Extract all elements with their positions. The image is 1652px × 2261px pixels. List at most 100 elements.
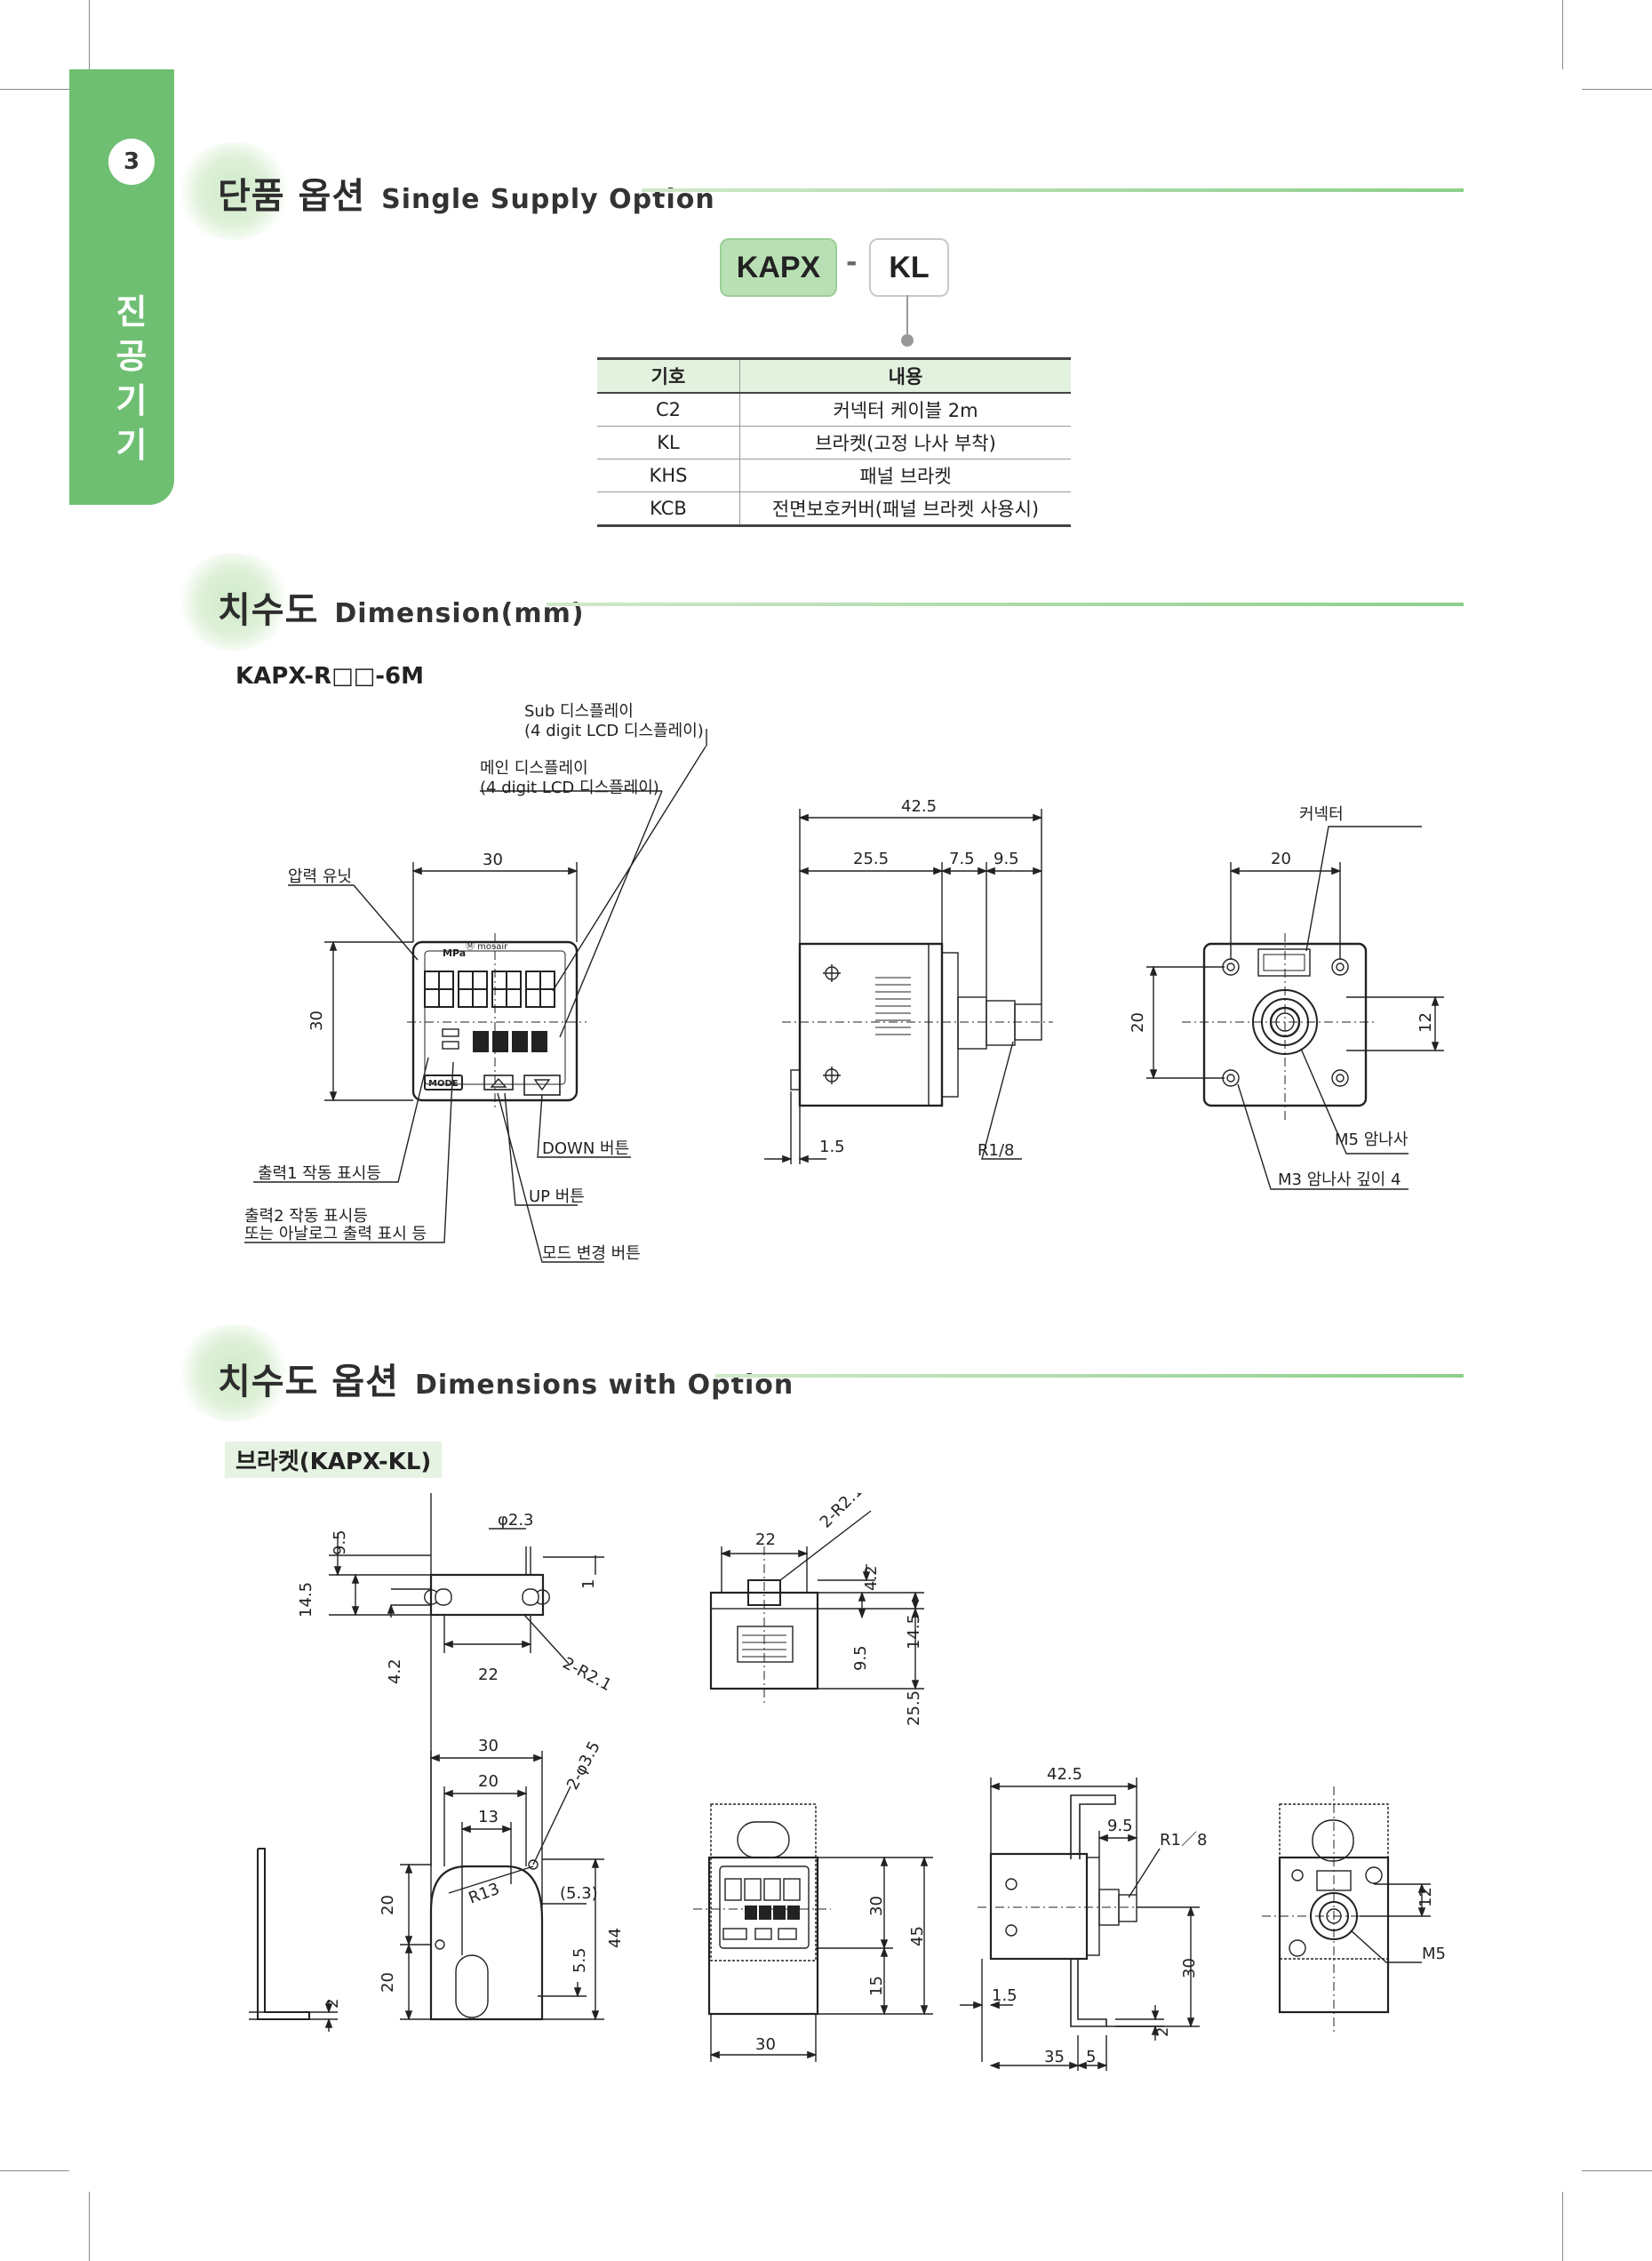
dim-side-a: 25.5 [853, 850, 889, 868]
mode-button [424, 1075, 463, 1091]
dim-side-bracket-d: 5 [1086, 2048, 1096, 2066]
chapter-label-char: 기 [116, 381, 148, 420]
table-header: 내용 [739, 357, 1071, 394]
dim-fronttop-width: 22 [755, 1530, 776, 1549]
crop-mark [89, 0, 90, 69]
crop-mark [1582, 2170, 1652, 2171]
label-mode-button: 모드 변경 버튼 [542, 1244, 641, 1263]
section-divider [715, 1374, 1464, 1378]
dim-fronttop-h4: 25.5 [905, 1690, 923, 1726]
dim-plate-w2: 20 [478, 1772, 499, 1791]
dim-fronttop-h3: 9.5 [851, 1645, 870, 1671]
crop-mark [89, 2192, 90, 2261]
dim-back-height-right: 12 [1417, 1012, 1435, 1033]
dim-side-bracket-c: 35 [1044, 2048, 1065, 2066]
section-header-decoration [176, 1324, 291, 1422]
bracket-drawing: φ2.3 9.5 14.5 1 4.2 22 2-R2.1 22 2-R2.1 … [249, 1493, 1446, 2071]
dim-fronttop-h1: 4.2 [862, 1565, 881, 1591]
dim-front-bracket-h3: 15 [867, 1976, 886, 1996]
crop-mark [1562, 0, 1563, 69]
dim-back-height-left: 20 [1129, 1012, 1147, 1033]
dim-plate-radius: R13 [467, 1880, 502, 1908]
model-code-dash: - [846, 247, 858, 278]
chapter-label-char: 기 [116, 426, 148, 465]
label-main-display: 메인 디스플레이 [480, 759, 588, 778]
dim-plate-holes: 2-φ3.5 [563, 1738, 604, 1793]
dim-back-bracket-h: 12 [1417, 1887, 1435, 1907]
label-down-button: DOWN 버튼 [542, 1139, 629, 1158]
label-r18: R1/8 [978, 1141, 1014, 1160]
label-sub-display: Sub 디스플레이 [524, 702, 634, 721]
dimension-drawing: Sub 디스플레이 (4 digit LCD 디스플레이) 메인 디스플레이 (… [244, 702, 1444, 1263]
side-view-body [798, 942, 944, 1107]
crop-mark [0, 89, 69, 90]
dim-plate-w1: 30 [478, 1737, 499, 1755]
model-code-option: KL [869, 238, 949, 297]
dim-plate-h1: 20 [379, 1895, 397, 1915]
dim-front-width: 30 [483, 851, 503, 869]
main-display [424, 971, 555, 1008]
bracket-on-device [710, 1803, 817, 1961]
bracket-model-label: 브라켓(KAPX-KL) [225, 1442, 443, 1478]
dim-front-height: 30 [307, 1011, 326, 1031]
out1-indicator [442, 1028, 459, 1037]
dim-plate-thickness: 2 [323, 1999, 342, 2009]
section-divider [642, 188, 1464, 192]
dim-fronttop-h2: 14.5 [905, 1614, 923, 1650]
section-header-decoration [176, 553, 291, 651]
dim-plate-w3: 13 [478, 1808, 499, 1826]
model-code-connector-line [906, 295, 908, 334]
dim-plate-h2: 20 [379, 1972, 397, 1993]
dim-back-width: 20 [1271, 850, 1291, 868]
dim-plate-h4: 5.5 [571, 1947, 589, 1973]
label-up-button: UP 버튼 [529, 1187, 585, 1206]
device-side-with-bracket [989, 1852, 1089, 1961]
dim-bracket-h2: 14.5 [297, 1582, 315, 1618]
table-header: 기호 [597, 357, 740, 394]
dim-side-bracket-w: 42.5 [1047, 1765, 1082, 1784]
chapter-label-char: 진 [116, 292, 148, 332]
label-main-display-detail: (4 digit LCD 디스플레이) [480, 779, 659, 797]
chapter-label-char: 공 [116, 337, 148, 376]
sub-display [473, 1031, 547, 1052]
dim-side-bracket-h: 30 [1180, 1958, 1199, 1978]
table-row: KHS 패널 브라켓 [597, 459, 1071, 492]
out2-indicator [442, 1041, 459, 1050]
model-code-base: KAPX [720, 238, 837, 297]
mode-key-label: MODE [428, 1079, 459, 1089]
connector [1257, 948, 1311, 977]
dim-bracket-h1: 9.5 [331, 1530, 349, 1555]
dim-side-bracket-r: R1／8 [1160, 1831, 1207, 1850]
model-label: KAPX-R□□-6M [235, 663, 424, 690]
label-pressure-unit: 압력 유닛 [288, 867, 352, 886]
table-row: KL 브라켓(고정 나사 부착) [597, 426, 1071, 459]
dim-side-d: 1.5 [819, 1138, 845, 1156]
label-connector: 커넥터 [1299, 805, 1344, 824]
dim-side-bracket-e: 2 [1153, 2027, 1172, 2037]
table-row: C2 커넥터 케이블 2m [597, 393, 1071, 427]
chapter-label: 진 공 기 기 [107, 290, 156, 467]
dim-front-bracket-h1: 30 [867, 1896, 886, 1916]
dim-fronttop-radius: 2-R2.1 [817, 1493, 867, 1532]
dim-front-bracket-w: 30 [755, 2035, 776, 2054]
bracket-top-view [429, 1573, 545, 1617]
label-mpa: MPa [443, 947, 466, 959]
dim-bracket-radius: 2-R2.1 [560, 1654, 615, 1695]
bracket-profile [257, 1848, 310, 2020]
dim-side-total: 42.5 [901, 797, 937, 816]
dim-side-bracket-b: 1.5 [992, 1986, 1018, 2005]
crop-mark [1562, 2192, 1563, 2261]
dim-front-bracket-h2: 45 [908, 1926, 927, 1946]
dim-side-b: 7.5 [949, 850, 975, 868]
table-row: KCB 전면보호커버(패널 브라켓 사용시) [597, 491, 1071, 527]
label-out2: 출력2 작동 표시등 [244, 1207, 368, 1226]
label-m5: M5 암나사 [1335, 1130, 1409, 1149]
crop-mark [0, 2170, 69, 2171]
section-header-decoration [176, 142, 291, 240]
dim-back-bracket-m5: M5 [1422, 1945, 1446, 1963]
dim-bracket-h4: 4.2 [386, 1658, 404, 1684]
model-code-connector-dot [901, 334, 914, 347]
label-m3: M3 암나사 깊이 4 [1278, 1170, 1401, 1189]
